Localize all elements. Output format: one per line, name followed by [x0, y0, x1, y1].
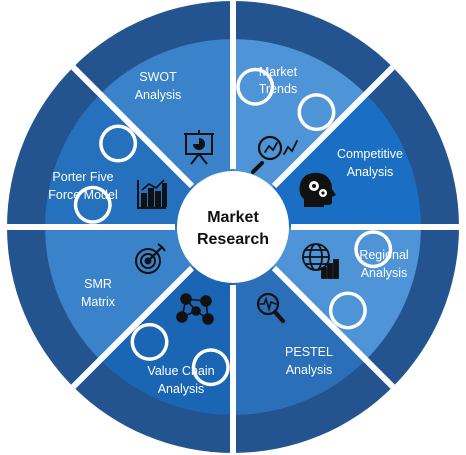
network-people-icon — [176, 293, 214, 325]
segment-divider — [71, 65, 195, 189]
segment-label-market-trends-1: Market — [259, 65, 298, 79]
puzzle-knob — [77, 189, 109, 221]
target-icon — [135, 243, 166, 274]
segment-label-pestel-1: PESTEL — [285, 345, 333, 359]
segment-rim — [9, 227, 101, 386]
segment-label-pestel-2: Analysis — [286, 363, 333, 377]
segment-wedge — [233, 227, 366, 415]
segment-dividers — [7, 1, 459, 453]
segment-rim — [9, 68, 101, 227]
center-title-line2: Research — [197, 231, 269, 248]
segment-rim — [233, 359, 392, 451]
segment-rim — [365, 227, 457, 386]
puzzle-knob — [357, 233, 389, 265]
segment-wedge — [233, 94, 421, 227]
segment-label-swot-1: SWOT — [139, 70, 177, 84]
segment-divider — [71, 265, 195, 389]
head-gears-icon — [299, 172, 336, 207]
segment-wedge — [100, 39, 233, 227]
segment-rim — [74, 3, 233, 95]
segment-label-competitive-2: Analysis — [347, 165, 394, 179]
segment-label-competitive-1: Competitive — [337, 147, 403, 161]
segment-divider — [271, 265, 395, 389]
segment-label-regional-1: Regional — [359, 248, 408, 262]
segment-divider — [271, 65, 395, 189]
globe-chart-icon — [302, 243, 339, 279]
magnifier-pulse-icon — [256, 292, 285, 323]
bar-chart-icon — [137, 179, 167, 209]
center-title-line1: Market — [207, 209, 259, 226]
puzzle-knob — [102, 128, 134, 160]
segment-rim — [233, 3, 392, 95]
segment-label-swot-2: Analysis — [135, 88, 182, 102]
puzzle-knob — [195, 351, 227, 383]
segment-label-value-chain-2: Analysis — [158, 382, 205, 396]
segment-label-regional-2: Analysis — [361, 266, 408, 280]
segment-label-value-chain-1: Value Chain — [147, 364, 214, 378]
puzzle-knob — [332, 294, 364, 326]
segment-label-smr-1: SMR — [84, 277, 112, 291]
presentation-board-icon — [184, 130, 214, 165]
segment-rim — [365, 68, 457, 227]
puzzle-knob — [300, 96, 332, 128]
segment-label-market-trends-2: Trends — [259, 82, 297, 96]
center-hub — [177, 171, 289, 283]
segment-rim — [74, 359, 233, 451]
segment-label-porter-2: Force Model — [48, 188, 117, 202]
puzzle-knob — [239, 71, 271, 103]
puzzle-knobs — [73, 67, 393, 387]
puzzle-knob — [134, 326, 166, 358]
segment-label-smr-2: Matrix — [81, 295, 116, 309]
magnifier-chart-icon — [251, 135, 298, 174]
segment-wedge — [45, 227, 233, 360]
segment-label-porter-1: Porter Five — [52, 170, 113, 184]
